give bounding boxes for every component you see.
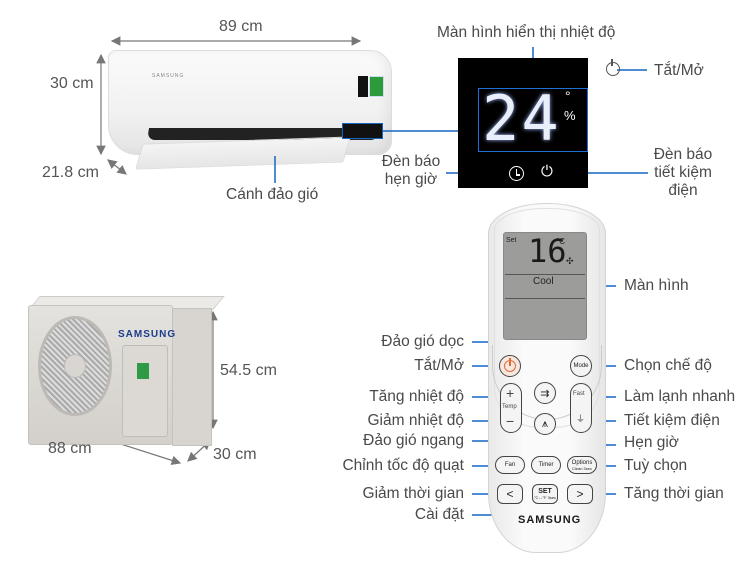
outdoor-brand-logo: SAMSUNG — [118, 329, 177, 340]
horizontal-swing-button[interactable]: ⩚ — [534, 413, 556, 435]
outdoor-depth-label: 30 cm — [213, 446, 257, 463]
timer-light-callout: Đèn báo hẹn giờ — [381, 153, 441, 188]
outdoor-energy-label — [137, 363, 149, 379]
indoor-height-label: 30 cm — [50, 75, 94, 92]
eco-light-callout: Đèn báo tiết kiệm điện — [653, 146, 713, 199]
mode-button[interactable]: Mode — [570, 355, 592, 377]
temp-up-button[interactable]: + — [506, 385, 515, 401]
panel-power-callout: Tắt/Mở — [654, 62, 704, 79]
decrease-time-button[interactable]: < — [497, 484, 523, 504]
remote-lcd — [503, 232, 587, 340]
lcd-divider — [505, 298, 585, 299]
lcd-set-label: Set — [506, 237, 517, 244]
fan-button[interactable]: Fan — [495, 456, 525, 474]
callout-set: Cài đặt — [414, 506, 464, 523]
set-button[interactable]: SET °C↔°F 3sec — [532, 484, 558, 504]
lcd-temperature: 16 — [528, 232, 567, 270]
remote-brand-logo: SAMSUNG — [518, 514, 582, 526]
indoor-brand-logo: SAMSUNG — [152, 73, 185, 79]
display-highlight-box — [342, 123, 383, 139]
timer-clock-icon — [509, 166, 524, 181]
vertical-swing-button[interactable]: ⇉ — [534, 382, 556, 404]
lcd-mode: Cool — [533, 276, 554, 287]
temp-rocker: + Temp − — [500, 383, 522, 433]
lcd-fan-icon: ✣ — [566, 256, 574, 266]
callout-mode: Chọn chế độ — [624, 357, 712, 374]
fan-hub — [64, 354, 86, 378]
lcd-unit: °C — [556, 237, 565, 246]
indoor-depth-label: 21.8 cm — [42, 164, 99, 181]
callout-fan-speed: Chỉnh tốc độ quạt — [342, 457, 464, 474]
temp-label: Temp — [502, 404, 517, 410]
callout-increase-time: Tăng thời gian — [624, 485, 724, 502]
remote-power-button[interactable] — [499, 355, 521, 377]
indoor-width-label: 89 cm — [219, 18, 263, 35]
callout-fast-cool: Làm lạnh nhanh — [624, 388, 736, 405]
energy-rating-label — [358, 76, 368, 97]
callout-decrease-time: Giảm thời gian — [362, 485, 464, 502]
options-label: Options — [571, 459, 593, 466]
callout-power: Tắt/Mở — [414, 357, 464, 374]
outdoor-side — [172, 308, 212, 446]
display-panel — [458, 58, 588, 188]
callout-timer: Hẹn giờ — [624, 434, 679, 451]
callout-vertical-swing: Đảo gió dọc — [381, 333, 464, 350]
temperature-screen-box — [478, 88, 588, 152]
options-sublabel: Clean 3sec — [571, 465, 592, 471]
set-label: SET — [538, 488, 552, 495]
humidity-icon: % — [564, 108, 576, 123]
callout-temp-up: Tăng nhiệt độ — [369, 388, 464, 405]
degree-icon: ° — [565, 88, 571, 104]
outdoor-access-panel — [122, 345, 168, 437]
energy-efficiency-label — [369, 76, 384, 97]
options-button[interactable]: Options Clean 3sec — [567, 456, 597, 474]
outdoor-height-label: 54.5 cm — [220, 362, 277, 379]
fast-eco-rocker: Fast ⏚ — [570, 383, 592, 433]
lcd-divider — [505, 274, 585, 275]
eco-plug-icon: ⏻ — [541, 163, 553, 180]
eco-button[interactable]: ⏚ — [576, 414, 586, 424]
callout-eco: Tiết kiệm điện — [624, 412, 720, 429]
power-icon-bar — [509, 358, 511, 366]
timer-button[interactable]: Timer — [531, 456, 561, 474]
flap-callout: Cánh đảo gió — [226, 186, 319, 203]
power-icon — [606, 59, 620, 76]
set-sublabel: °C↔°F 3sec — [533, 495, 557, 500]
outdoor-width-label: 88 cm — [48, 440, 92, 457]
fast-cool-button[interactable]: Fast — [573, 391, 585, 397]
temperature-readout: 24 — [482, 82, 561, 155]
screen-callout: Màn hình hiển thị nhiệt độ — [437, 24, 616, 41]
callout-screen: Màn hình — [624, 277, 689, 294]
increase-time-button[interactable]: > — [567, 484, 593, 504]
callout-temp-down: Giảm nhiệt độ — [367, 412, 465, 429]
temp-down-button[interactable]: − — [506, 413, 515, 429]
callout-options: Tuỳ chọn — [624, 457, 688, 474]
callout-horizontal-swing: Đảo gió ngang — [363, 432, 464, 449]
